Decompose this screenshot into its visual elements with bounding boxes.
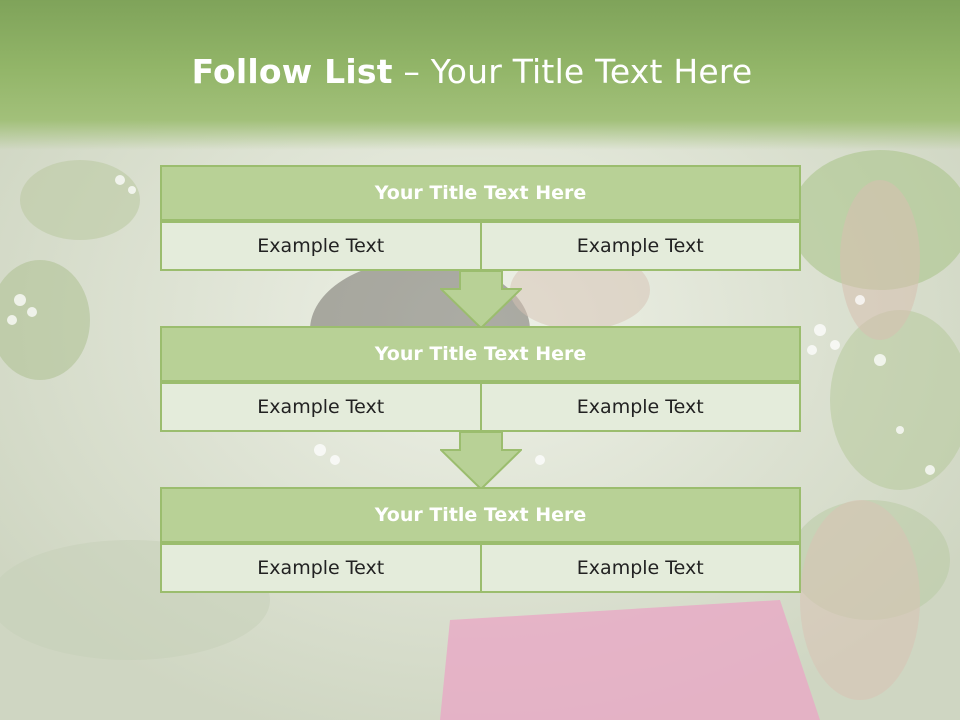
step-row: Example Text Example Text [160, 382, 801, 432]
step-cell-left[interactable]: Example Text [160, 543, 482, 593]
step-cell-left[interactable]: Example Text [160, 382, 482, 432]
step-row: Example Text Example Text [160, 221, 801, 271]
slide-title-rest: – Your Title Text Here [403, 52, 753, 91]
step-cell-right[interactable]: Example Text [481, 221, 801, 271]
step-block-3: Your Title Text Here Example Text Exampl… [160, 487, 801, 593]
step-title[interactable]: Your Title Text Here [160, 165, 801, 221]
slide-title-bold: Follow List [191, 52, 393, 91]
step-title[interactable]: Your Title Text Here [160, 487, 801, 543]
step-cell-left[interactable]: Example Text [160, 221, 482, 271]
header-band [0, 0, 960, 150]
step-block-1: Your Title Text Here Example Text Exampl… [160, 165, 801, 271]
down-arrow-icon [440, 271, 522, 329]
down-arrow-icon [440, 432, 522, 490]
step-cell-right[interactable]: Example Text [481, 382, 801, 432]
step-row: Example Text Example Text [160, 543, 801, 593]
step-block-2: Your Title Text Here Example Text Exampl… [160, 326, 801, 432]
step-cell-right[interactable]: Example Text [481, 543, 801, 593]
step-title[interactable]: Your Title Text Here [160, 326, 801, 382]
slide-title: Follow List – Your Title Text Here [0, 52, 944, 91]
